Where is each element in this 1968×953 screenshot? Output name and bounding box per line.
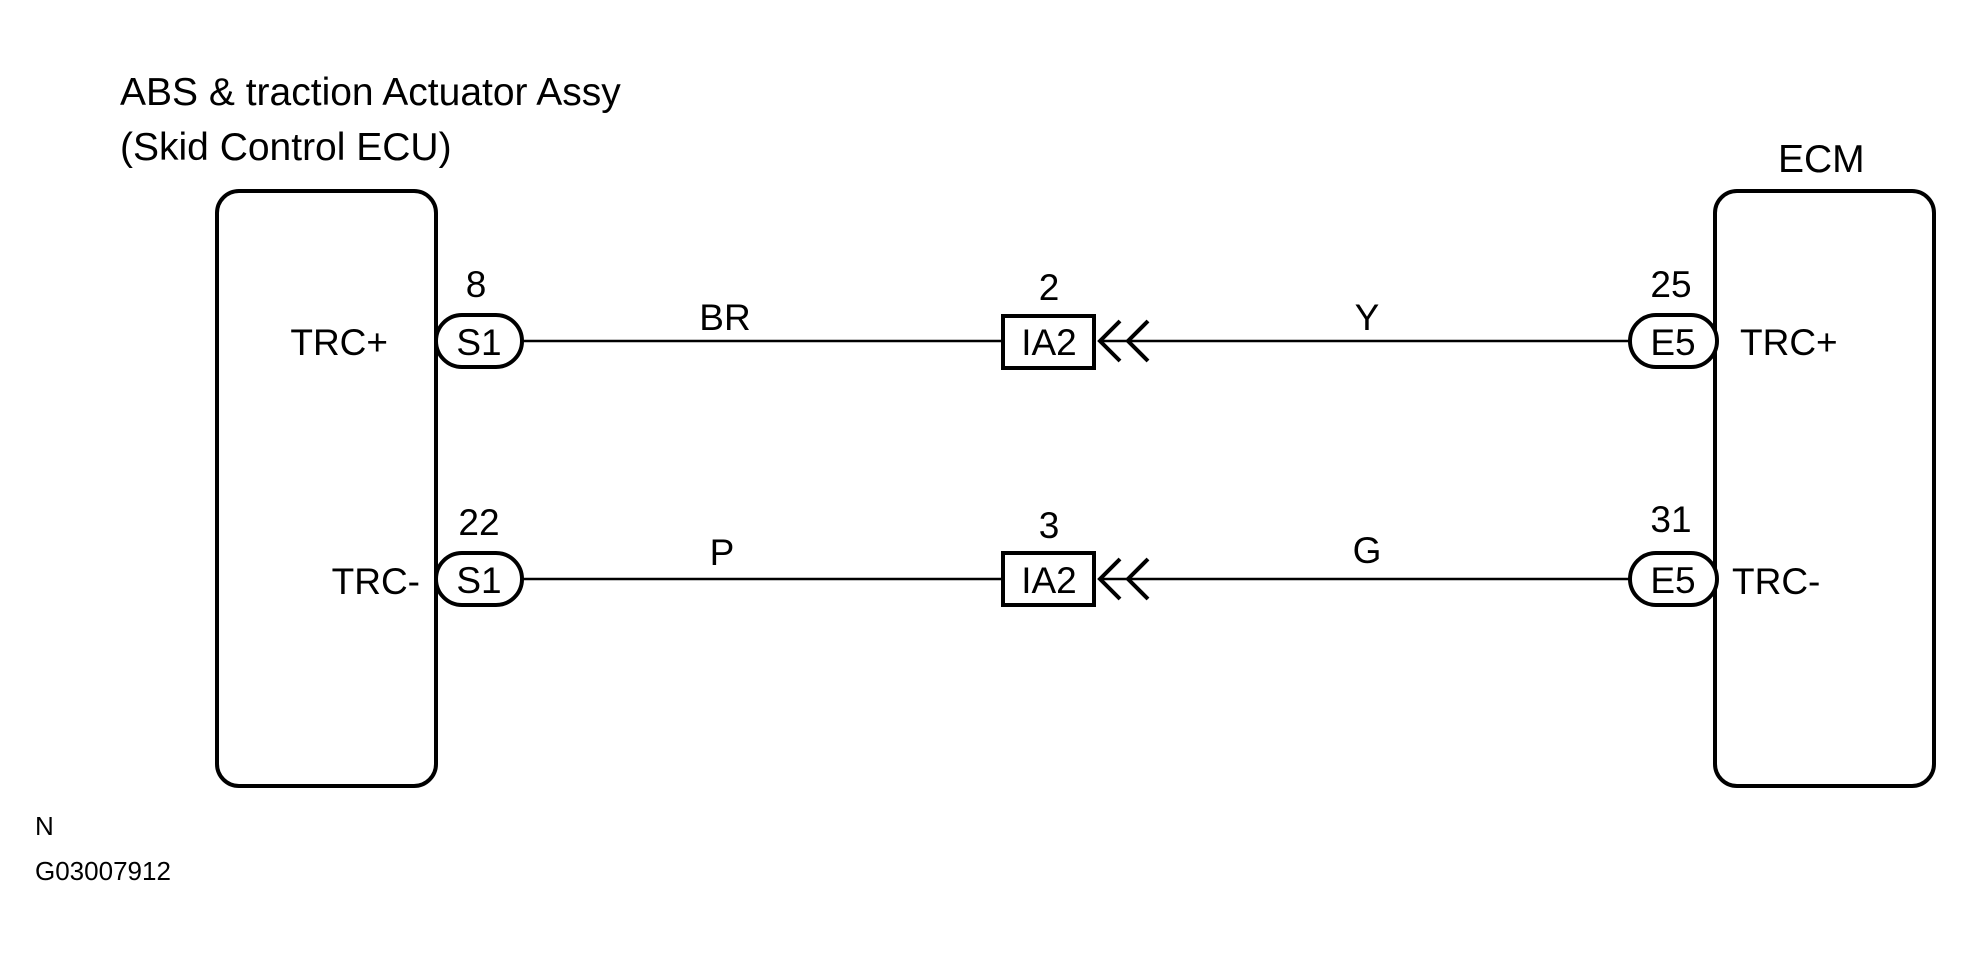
left-component-title: ABS & traction Actuator Assy bbox=[120, 71, 621, 114]
right-signal-label: TRC- bbox=[1732, 561, 1820, 602]
right-pin-connector bbox=[1628, 551, 1719, 607]
right-connector-label: E5 bbox=[1650, 560, 1695, 601]
code-letter: N bbox=[35, 811, 54, 841]
right-wire-color: G bbox=[1353, 530, 1382, 571]
right-component-title: ECM bbox=[1778, 138, 1865, 181]
left-signal-label: TRC- bbox=[332, 561, 420, 602]
circuit-trc-minus: TRC- 22 S1 P 3 IA2 G 31 E5 TRC- bbox=[332, 499, 1820, 607]
right-connector-label: E5 bbox=[1650, 322, 1695, 363]
junction-connector bbox=[1001, 551, 1096, 607]
chevron-left-icon bbox=[1125, 557, 1150, 601]
right-pin-connector bbox=[1628, 313, 1719, 369]
left-pin-number: 22 bbox=[458, 502, 499, 543]
left-component-subtitle: (Skid Control ECU) bbox=[120, 126, 452, 169]
left-connector-label: S1 bbox=[456, 322, 501, 363]
left-pin-connector bbox=[434, 551, 524, 607]
left-wire-color: P bbox=[710, 532, 735, 573]
right-pin-number: 31 bbox=[1650, 499, 1691, 540]
junction-pin-number: 3 bbox=[1039, 505, 1060, 546]
junction-connector-label: IA2 bbox=[1021, 322, 1077, 363]
right-pin-number: 25 bbox=[1650, 264, 1691, 305]
left-pin-number: 8 bbox=[466, 264, 487, 305]
right-wire-color: Y bbox=[1355, 297, 1380, 338]
left-wire-color: BR bbox=[699, 297, 750, 338]
left-pin-connector bbox=[434, 313, 524, 369]
left-connector-label: S1 bbox=[456, 560, 501, 601]
circuit-trc-plus: TRC+ 8 S1 BR 2 IA2 Y 25 E5 TRC+ bbox=[290, 264, 1838, 370]
chevron-left-icon bbox=[1097, 557, 1122, 601]
abs-actuator-box bbox=[215, 189, 438, 788]
chevron-left-icon bbox=[1125, 319, 1150, 363]
left-signal-label: TRC+ bbox=[290, 322, 388, 363]
ecm-box bbox=[1713, 189, 1936, 788]
chevron-left-icon bbox=[1097, 319, 1122, 363]
junction-pin-number: 2 bbox=[1039, 267, 1060, 308]
right-signal-label: TRC+ bbox=[1740, 322, 1838, 363]
junction-connector bbox=[1001, 314, 1096, 370]
figure-id: G03007912 bbox=[35, 856, 171, 886]
junction-connector-label: IA2 bbox=[1021, 560, 1077, 601]
